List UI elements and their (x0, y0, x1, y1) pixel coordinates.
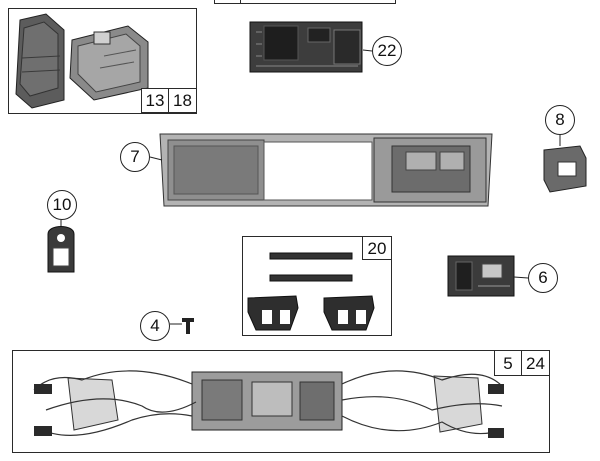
top-box-edge (214, 0, 396, 4)
callout-4: 4 (140, 311, 170, 341)
wiring-box (12, 350, 550, 453)
callout-7: 7 (120, 142, 150, 172)
wiring-harness-illustration (33, 370, 504, 438)
part-number-24: 24 (521, 350, 550, 376)
hook-illustration (47, 220, 75, 273)
callout-8: 8 (545, 105, 575, 135)
callout-22: 22 (372, 36, 402, 66)
decoder-illustration (249, 21, 363, 73)
contacts-box (242, 236, 392, 336)
housing-parts-illustration (15, 13, 149, 109)
contacts-illustration (247, 252, 375, 331)
housing-box (8, 8, 197, 114)
chassis-frame-illustration (159, 133, 493, 207)
coupler-illustration (543, 135, 587, 193)
pcb-illustration (447, 255, 515, 297)
top-box-divider (240, 0, 242, 4)
callout-10: 10 (47, 190, 77, 220)
part-number-20: 20 (362, 236, 392, 260)
part-number-13: 13 (141, 88, 169, 113)
screw-illustration (170, 318, 194, 334)
part-number-18: 18 (168, 88, 197, 113)
callout-6: 6 (528, 263, 558, 293)
